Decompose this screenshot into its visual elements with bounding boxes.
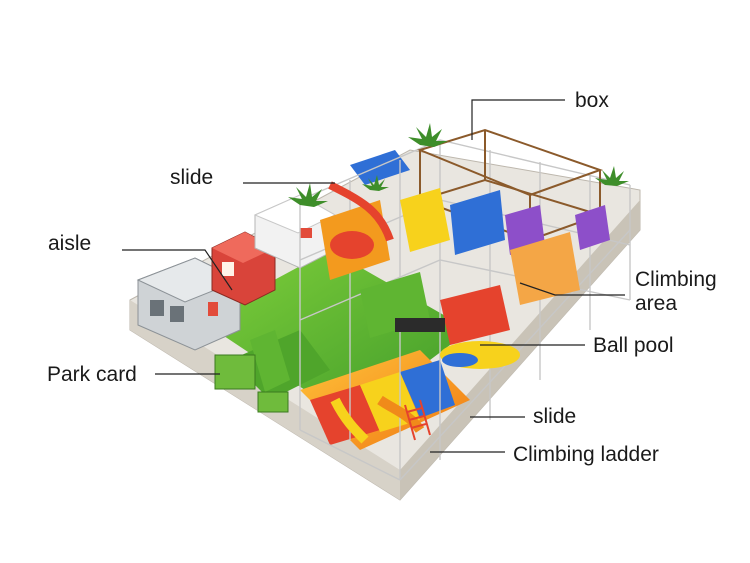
- callout-park-card: Park card: [47, 363, 137, 386]
- climbing-ladder: [404, 399, 431, 441]
- leader-lines: [122, 99, 625, 453]
- palm-trees: [288, 123, 629, 207]
- callout-climbing-ladder: Climbing ladder: [513, 443, 659, 466]
- callout-aisle: aisle: [48, 232, 92, 255]
- callout-slide-bottom: slide: [533, 405, 577, 428]
- park-card-fence: [214, 354, 289, 413]
- callout-slide-top: slide: [170, 166, 214, 189]
- interior-elements: [250, 188, 610, 392]
- callout-climbing-area-line2: area: [635, 292, 678, 315]
- callout-climbing-area-line1: Climbing: [635, 268, 717, 291]
- callout-box: box: [575, 89, 609, 112]
- callout-ball-pool: Ball pool: [593, 334, 674, 357]
